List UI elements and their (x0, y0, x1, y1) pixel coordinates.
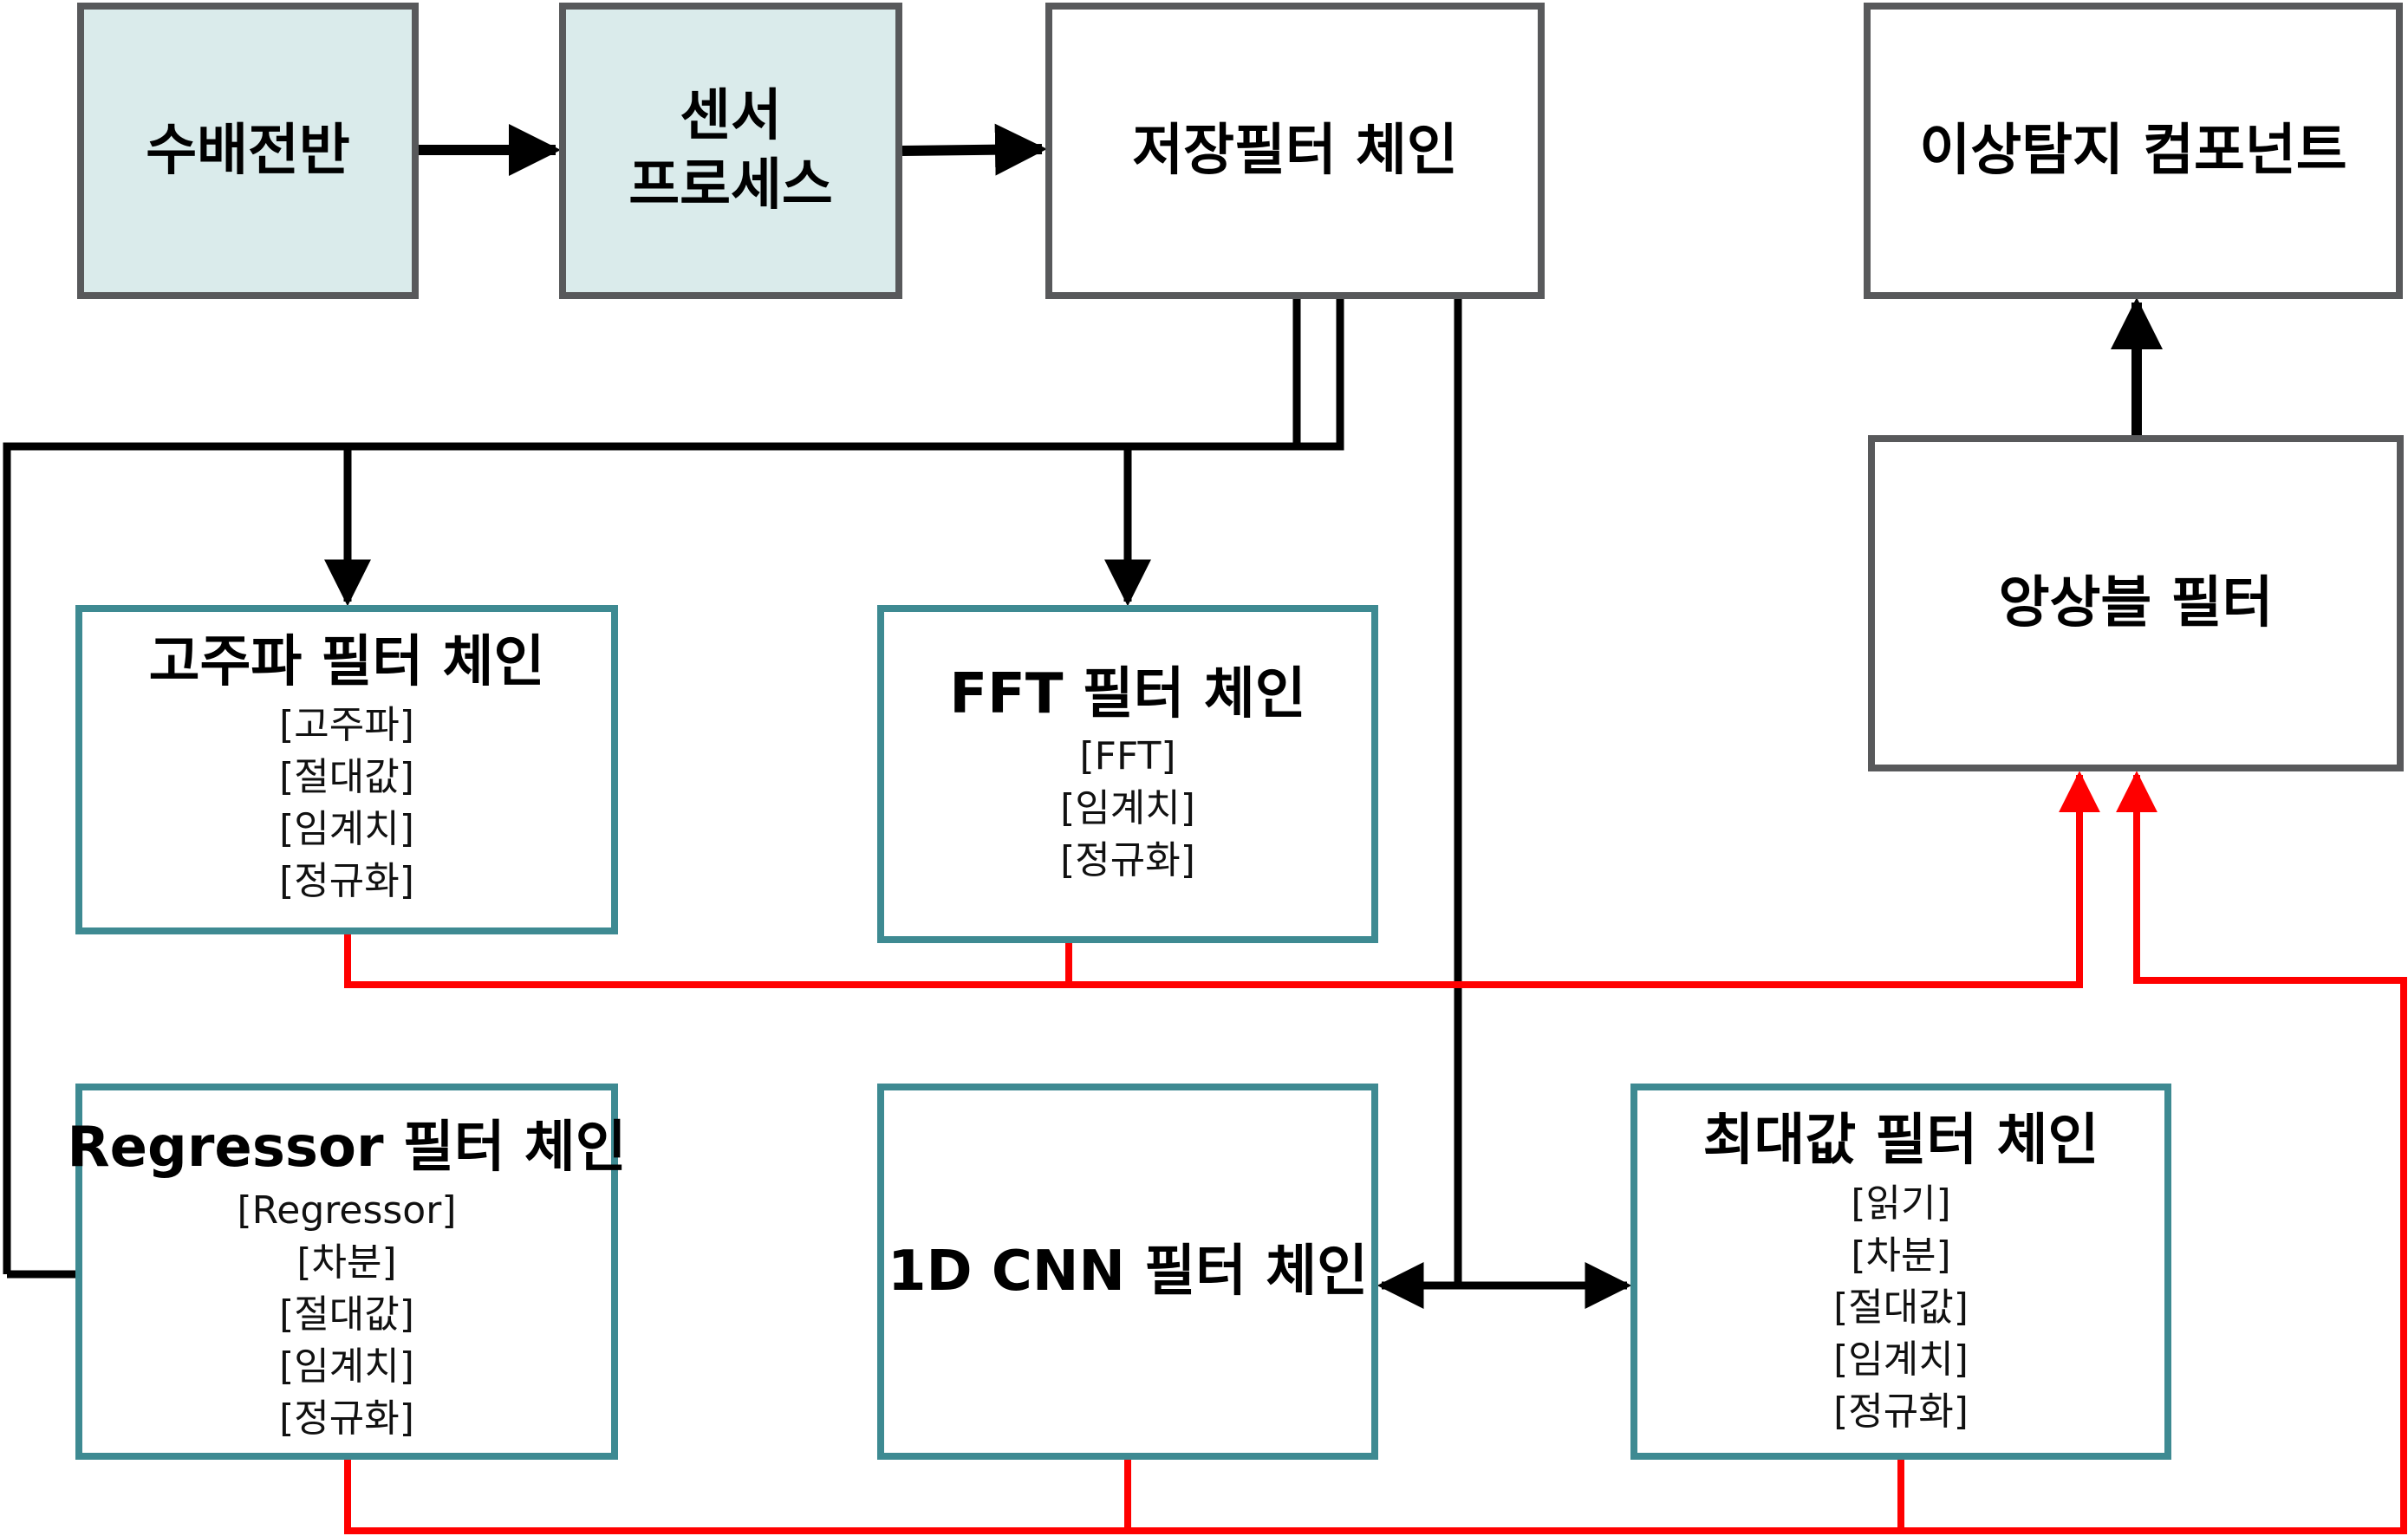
storage-branch-bus-2 (1297, 292, 1344, 451)
max-step: [임계치] (1833, 1337, 1969, 1382)
fft-filter-chain-node: FFT 필터 체인 [FFT] [임계치] [정규화] (877, 605, 1378, 943)
regressor-title: Regressor 필터 체인 (67, 1116, 627, 1180)
regressor-step: [Regressor] (237, 1188, 457, 1233)
result-regressor-line (344, 771, 2407, 1534)
fft-step: [FFT] (1079, 734, 1176, 779)
sensor-title-line2: 프로세스 (628, 153, 833, 218)
sensor-title-line1: 센서 (680, 84, 782, 148)
harmonic-steps: [고주파] [절대값] [임계치] [정규화] (279, 700, 414, 908)
max-steps: [읽기] [차분] [절대값] [임계치] [정규화] (1833, 1178, 1969, 1438)
fft-step: [정규화] (1060, 838, 1195, 883)
result-harmonic-line (344, 771, 2100, 988)
harmonic-step: [절대값] (279, 754, 414, 799)
storage-filter-chain-node: 저장필터 체인 (1045, 3, 1545, 299)
regressor-step: [차분] (296, 1240, 397, 1285)
harmonic-filter-chain-node: 고주파 필터 체인 [고주파] [절대값] [임계치] [정규화] (75, 605, 618, 934)
regressor-step: [임계치] (279, 1344, 414, 1389)
storage-branch-bus (3, 292, 1301, 1274)
cnn-title: 1D CNN 필터 체인 (887, 1239, 1369, 1304)
max-step: [정규화] (1833, 1389, 1969, 1434)
fft-step: [임계치] (1060, 786, 1195, 831)
storage-title: 저장필터 체인 (1132, 118, 1458, 183)
max-step: [차분] (1851, 1233, 1951, 1278)
harmonic-step: [고주파] (279, 702, 414, 747)
fft-steps: [FFT] [임계치] [정규화] (1060, 731, 1195, 887)
regressor-steps: [Regressor] [차분] [절대값] [임계치] [정규화] (238, 1185, 457, 1445)
harmonic-title: 고주파 필터 체인 (148, 630, 545, 694)
substation-node: 수배전반 (77, 3, 419, 299)
max-title: 최대값 필터 체인 (1702, 1109, 2099, 1173)
max-filter-chain-node: 최대값 필터 체인 [읽기] [차분] [절대값] [임계치] [정규화] (1630, 1084, 2171, 1460)
cnn-filter-chain-node: 1D CNN 필터 체인 (877, 1084, 1378, 1460)
max-step: [읽기] (1851, 1181, 1951, 1226)
ensemble-title: 앙상블 필터 (1998, 570, 2274, 635)
regressor-step: [절대값] (279, 1292, 414, 1337)
harmonic-step: [임계치] (279, 806, 414, 851)
harmonic-step: [정규화] (279, 858, 414, 903)
anomaly-detection-node: 이상탐지 컴포넌트 (1864, 3, 2403, 299)
fft-title: FFT 필터 체인 (949, 661, 1306, 726)
regressor-step: [정규화] (279, 1396, 414, 1441)
substation-title: 수배전반 (146, 118, 350, 183)
anomaly-title: 이상탐지 컴포넌트 (1919, 118, 2347, 183)
sensor-process-node: 센서 프로세스 (559, 3, 902, 299)
ensemble-filter-node: 앙상블 필터 (1868, 435, 2404, 771)
regressor-filter-chain-node: Regressor 필터 체인 [Regressor] [차분] [절대값] [… (67, 1084, 627, 1460)
max-step: [절대값] (1833, 1285, 1969, 1330)
arrow-sensor-to-storage (901, 123, 1047, 176)
